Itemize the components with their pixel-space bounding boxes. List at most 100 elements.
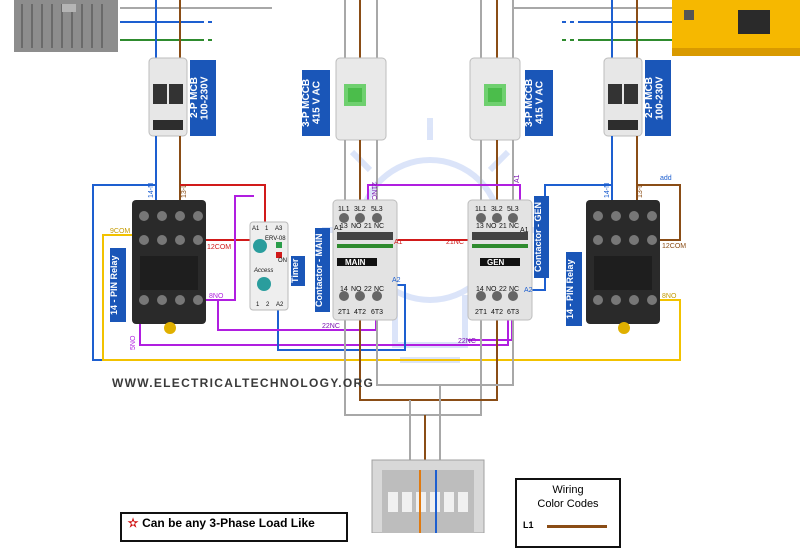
left-relay-n: 14-N [148,183,155,198]
distribution-board [371,459,485,533]
contactor-main [332,199,398,321]
nc22-gen-label: 22NC [458,338,476,345]
a1-gen-label: A1 [514,174,521,183]
generator-feeders [512,0,672,60]
gen-aux-nc-bottom: NC [509,286,519,293]
left-relay-12com: 12COM [207,244,231,251]
gen-aux-no-bottom: NO [486,286,497,293]
gen-aux-13: 13 [476,223,484,230]
left-relay-9com: 9COM [110,228,130,235]
main-aux-21: 21 [364,223,372,230]
gen-aux-22: 22 [499,286,507,293]
gen-a1-label: A1 [520,227,529,234]
mcb-left [148,57,188,137]
contactor-gen [467,199,533,321]
main-t6t3: 6T3 [371,309,383,316]
main-aux-14: 14 [340,286,348,293]
left-relay-l: 13-L [181,184,188,198]
left-relay-8no: 8NO [209,293,224,300]
watermark-url: WWW.ELECTRICALTECHNOLOGY.ORG [112,376,375,390]
timer-model: ERV-08 [265,236,286,242]
gen-t5l3: 5L3 [507,206,519,213]
mccb-right [469,57,521,141]
contactor-tags: MAIN GEN [345,258,505,267]
a1-main-label: A1 [394,239,403,246]
star-icon: ✫ [128,516,139,530]
timer-labels: A1 1 A3 ERV-08 ON Access 1 2 A2 [252,226,287,308]
gen-aux-21: 21 [499,223,507,230]
left-relay-5no: 5NO [130,335,137,350]
transformer-icon [14,0,118,52]
gen-tag: GEN [487,258,505,267]
gen-t4t2: 4T2 [491,309,503,316]
mcb-right [603,57,643,137]
main-t2t1: 2T1 [338,309,350,316]
timer-module [249,221,289,311]
main-t5l3: 5L3 [371,206,383,213]
generator-icon [672,0,800,56]
timer-badge: Timer [290,256,305,286]
gen-t6t3: 6T3 [507,309,519,316]
gen-aux-no-top: NO [486,223,497,230]
main-aux-13: 13 [340,223,348,230]
right-relay-12com: 12COM [662,243,686,250]
right-relay-n: 14-N [604,183,611,198]
main-aux-no-bottom: NO [351,286,362,293]
terminal-labels: 1L1 3L2 5L3 1L1 3L2 5L3 2T1 4T2 6T3 2T1 … [338,206,519,316]
gen-aux-nc-top: NC [509,223,519,230]
legend-title: Wiring Color Codes [537,484,599,510]
mcb-right-badge: 2-P MCB 100-230V [644,60,671,136]
mccb-left [335,57,387,141]
main-tag: MAIN [345,258,366,267]
legend-row-l1-label: L1 [523,520,534,530]
right-relay-add: add [660,175,672,182]
main-t4t2: 4T2 [354,309,366,316]
gen-t1l1: 1L1 [475,206,487,213]
right-relay-8no: 8NO [662,293,677,300]
right-relay-l: 13-L [637,184,644,198]
mcb-to-relay-wires [155,136,638,205]
main-a1-terminal: A1 [334,225,343,232]
legend-row-l1-swatch [547,525,607,528]
main-t3l2: 3L2 [354,206,366,213]
gen-aux-14: 14 [476,286,484,293]
contactor-gen-badge: Contactor - GEN [533,196,549,278]
timer-pin-a3: A3 [275,226,283,232]
mccb-left-badge: 3-P MCCB 415 V AC [301,70,330,136]
main-aux-nc-top: NC [374,223,384,230]
load-note-text: Can be any 3-Phase Load Like [142,516,315,530]
relay-labels: 14-N 13-L 9COM 12COM 8NO 5NO 14-N 13-L a… [110,175,686,350]
mcb-left-badge: 2-P MCB 100-230V [189,60,216,136]
relay-left [132,200,206,334]
mccb-right-badge: 3-P MCCB 415 V AC [524,70,553,136]
nc22-main-label: 22NC [322,323,340,330]
output-wires [344,318,514,460]
timer-pin-1-bottom: 1 [256,302,260,308]
timer-pin-2: 2 [266,302,270,308]
main-a2-label: A2 [392,277,401,284]
three-phase-feeders [344,0,514,60]
wiring-color-legend: Wiring Color Codes L1 [515,478,621,548]
timer-brand: Access [253,268,273,274]
main-aux-nc-bottom: NC [374,286,384,293]
nc21-gen-label: 21NC [446,239,464,246]
relay-right [586,200,660,334]
timer-pin-a2: A2 [276,302,284,308]
gen-t3l2: 3L2 [491,206,503,213]
gen-a2-label: A2 [524,287,533,294]
timer-pin-a1: A1 [252,226,260,232]
main-aux-no-top: NO [351,223,362,230]
nc21-main-label: 21NC [370,182,377,200]
main-aux-22: 22 [364,286,372,293]
gen-t2t1: 2T1 [475,309,487,316]
timer-on: ON [278,258,287,264]
main-t1l1: 1L1 [338,206,350,213]
timer-pin-1-top: 1 [265,226,269,232]
wiring-diagram: 1L1 3L2 5L3 1L1 3L2 5L3 2T1 4T2 6T3 2T1 … [14,0,800,533]
contactor-main-badge: Contactor - MAIN [314,228,330,312]
transformer-feeders [120,0,272,60]
wire-labels: A1 A2 A1 A2 21NC A1 A1 21NC 22NC 22NC [322,174,533,345]
relay-right-badge: 14 - PIN Relay [565,252,582,326]
relay-left-badge: 14 - PIN Relay [109,248,126,322]
load-note: ✫Can be any 3-Phase Load Like [120,512,348,542]
